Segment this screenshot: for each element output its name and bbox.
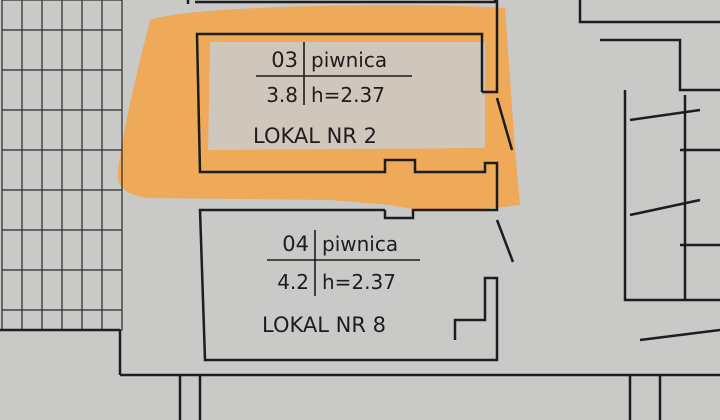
room-04-height: h=2.37 xyxy=(322,270,396,294)
room-03-area: 3.8 xyxy=(266,83,298,107)
room-04-unit: LOKAL NR 8 xyxy=(262,313,386,337)
room-03-number: 03 xyxy=(271,48,298,72)
room-04-type: piwnica xyxy=(322,232,398,256)
room-04-area: 4.2 xyxy=(277,270,309,294)
highlight-gap xyxy=(208,42,485,150)
parquet-pattern xyxy=(1,0,123,331)
room-04-label: 04 piwnica 4.2 h=2.37 LOKAL NR 8 xyxy=(262,230,420,337)
room-03-type: piwnica xyxy=(311,48,387,72)
room-04-outline xyxy=(198,208,515,362)
room-04-number: 04 xyxy=(282,232,309,256)
room-03-outline xyxy=(195,0,514,212)
lower-walls xyxy=(0,328,720,420)
upper-wall xyxy=(186,0,497,4)
right-walls xyxy=(578,0,720,342)
room-03-unit: LOKAL NR 2 xyxy=(253,124,377,148)
room-03-height: h=2.37 xyxy=(311,83,385,107)
room-03-label: 03 piwnica 3.8 h=2.37 LOKAL NR 2 xyxy=(253,42,412,148)
